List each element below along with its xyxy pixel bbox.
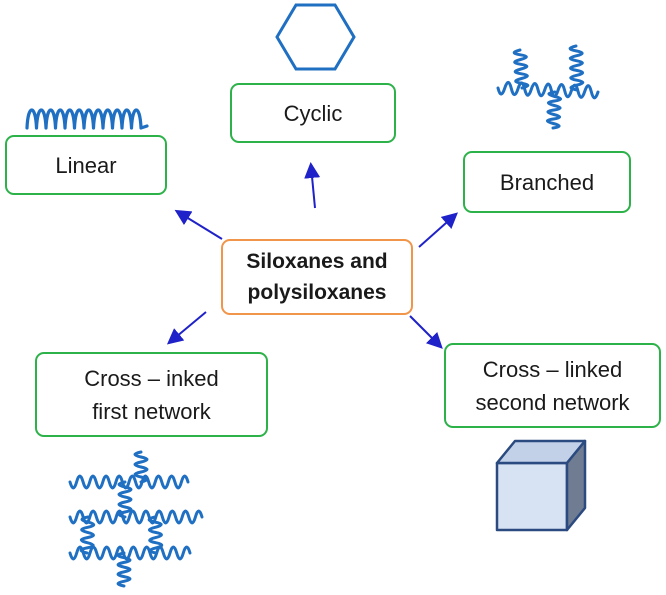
cube-icon (495, 439, 587, 532)
arrow-to-cyclic (304, 162, 321, 209)
node-linear: Linear (5, 135, 167, 195)
node-cyclic-label: Cyclic (283, 100, 343, 126)
node-first-network-label: Cross – inked first network (84, 365, 219, 424)
node-branched: Branched (463, 151, 631, 213)
node-first-network: Cross – inked first network (35, 352, 268, 437)
node-cyclic: Cyclic (230, 83, 396, 143)
branched-chain-icon (496, 44, 600, 130)
center-node-label: Siloxanes and polysiloxanes (246, 249, 388, 305)
arrow-to-branched (418, 212, 458, 248)
arrow-to-linear (174, 209, 223, 240)
hexagon-ring-icon (275, 3, 356, 71)
arrow-to-first-network (166, 311, 207, 345)
node-second-network: Cross – linked second network (444, 343, 661, 428)
crosslinked-network-icon (68, 450, 204, 588)
linear-chain-icon (25, 108, 149, 130)
node-linear-label: Linear (55, 152, 117, 178)
node-second-network-label: Cross – linked second network (475, 356, 630, 415)
center-node: Siloxanes and polysiloxanes (221, 239, 413, 315)
node-branched-label: Branched (499, 169, 595, 195)
arrow-to-second-network (409, 315, 443, 349)
